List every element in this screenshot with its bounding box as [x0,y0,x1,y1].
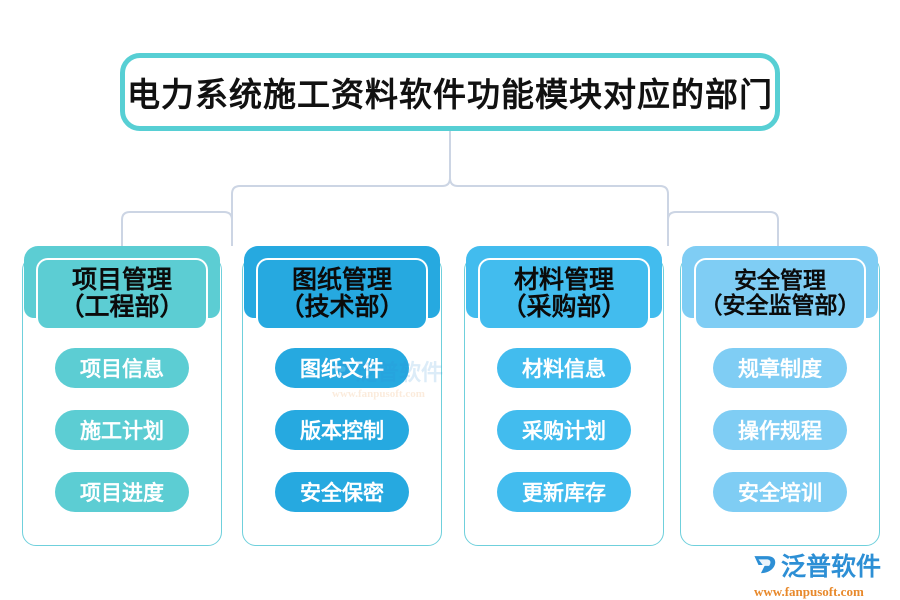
pill-label: 图纸文件 [300,357,384,381]
pill-item[interactable]: 图纸文件 [275,348,409,388]
diagram-title-box: 电力系统施工资料软件功能模块对应的部门 [120,53,780,131]
card-header: 安全管理 （安全监管部） [694,258,866,330]
pill-label: 施工计划 [80,419,164,443]
card-header: 项目管理 （工程部） [36,258,208,330]
pill-label: 版本控制 [300,419,384,443]
pill-item[interactable]: 采购计划 [497,410,631,450]
pill-item[interactable]: 材料信息 [497,348,631,388]
pill-item[interactable]: 安全保密 [275,472,409,512]
fanpu-logo-icon [754,556,776,574]
connector-branch-right [449,177,669,220]
card-material-management[interactable]: 材料管理 （采购部） 材料信息 采购计划 更新库存 [464,246,664,546]
pill-label: 项目进度 [80,481,164,505]
pill-label: 安全保密 [300,481,384,505]
pill-label: 规章制度 [738,357,822,381]
card-header-line-2: （采购部） [501,294,627,321]
card-header-line-1: 材料管理 [513,267,614,294]
pill-item[interactable]: 项目信息 [55,348,189,388]
brand-logo-row: 泛普软件 [752,547,894,583]
pill-item[interactable]: 规章制度 [713,348,847,388]
card-header-line-1: 项目管理 [71,267,172,294]
page-title: 电力系统施工资料软件功能模块对应的部门 [127,78,773,114]
card-header-line-2: （工程部） [59,294,185,321]
pill-label: 材料信息 [522,357,606,381]
pill-label: 安全培训 [738,481,822,505]
pill-item[interactable]: 项目进度 [55,472,189,512]
card-project-management[interactable]: 项目管理 （工程部） 项目信息 施工计划 项目进度 [22,246,222,546]
pill-item[interactable]: 更新库存 [497,472,631,512]
pill-item[interactable]: 安全培训 [713,472,847,512]
brand-logo: 泛普软件 www.fanpusoft.com [752,547,894,599]
pill-label: 操作规程 [738,419,822,443]
pill-item[interactable]: 操作规程 [713,410,847,450]
brand-url: www.fanpusoft.com [754,584,864,599]
pill-label: 更新库存 [522,481,606,505]
card-header: 图纸管理 （技术部） [256,258,428,330]
connector-leaf-1 [121,211,233,246]
card-header: 材料管理 （采购部） [478,258,650,330]
card-header-line-1: 图纸管理 [291,267,392,294]
connector-branch-left [231,177,451,220]
card-header-line-1: 安全管理 [734,268,826,294]
card-header-line-2: （安全监管部） [699,293,861,318]
card-drawing-management[interactable]: 图纸管理 （技术部） 图纸文件 版本控制 安全保密 [242,246,442,546]
pill-item[interactable]: 施工计划 [55,410,189,450]
brand-name: 泛普软件 [781,553,882,581]
card-header-line-2: （技术部） [279,294,405,321]
card-safety-management[interactable]: 安全管理 （安全监管部） 规章制度 操作规程 安全培训 [680,246,880,546]
pill-label: 项目信息 [80,357,164,381]
pill-item[interactable]: 版本控制 [275,410,409,450]
pill-label: 采购计划 [522,419,606,443]
connector-leaf-4 [667,211,779,246]
